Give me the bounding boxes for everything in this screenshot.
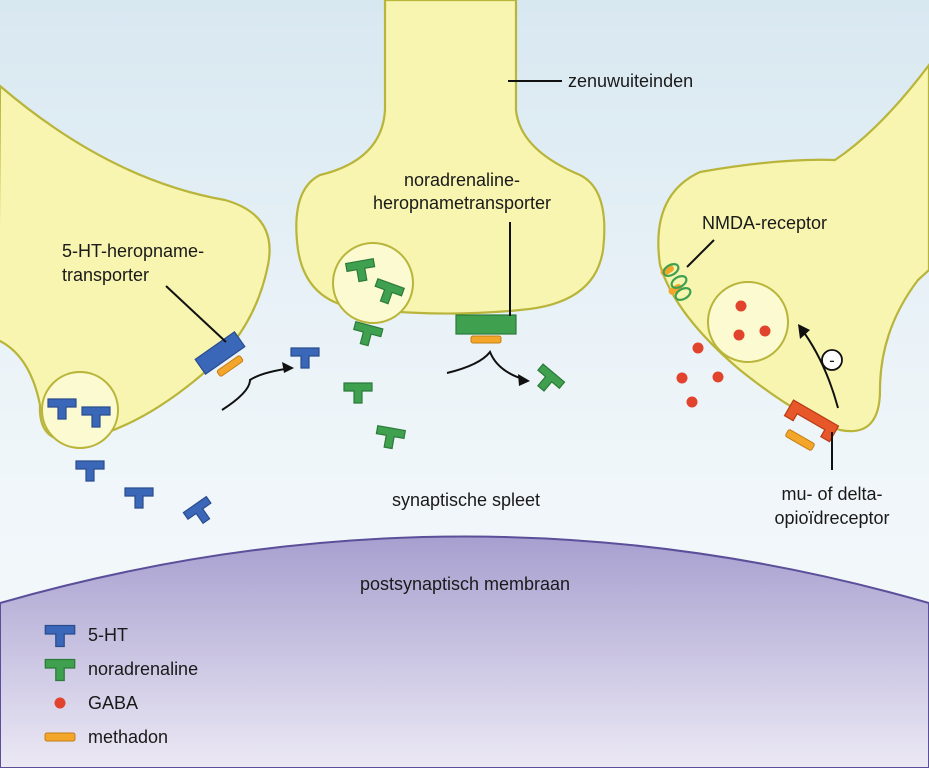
leader-lines <box>165 80 833 470</box>
legend-label: GABA <box>88 693 138 713</box>
ht-transporter-leader <box>165 285 227 343</box>
membrane-label: postsynaptisch membraan <box>360 574 570 594</box>
gaba-molecule <box>712 371 724 383</box>
nmda-receptor <box>660 263 692 301</box>
middle-vesicle <box>332 242 414 324</box>
right-vesicle <box>707 281 789 363</box>
legend-label: noradrenaline <box>88 659 198 679</box>
serotonin-transporter <box>194 331 246 375</box>
cleft-label: synaptische spleet <box>392 490 540 510</box>
ne-transporter-label-line1: noradrenaline- <box>404 170 520 190</box>
arrowhead-icon <box>518 374 530 386</box>
gaba-molecule <box>686 396 698 408</box>
legend-item: 5-HT <box>44 624 128 648</box>
left-vesicle <box>41 371 119 449</box>
noradrenaline-release-arrow <box>446 350 527 381</box>
gaba-molecule <box>676 372 688 384</box>
arrowhead-icon <box>282 362 294 373</box>
opioid-label-line1: mu- of delta- <box>781 484 882 504</box>
middle-nerve-terminal <box>295 0 606 315</box>
opioid-label-line2: opioïdreceptor <box>774 508 889 528</box>
serotonin-release-arrow <box>221 367 293 411</box>
gaba-molecules <box>676 300 771 408</box>
noradrenaline-transporter <box>455 314 517 335</box>
methadone-on-opioid-receptor <box>785 429 815 451</box>
red-dot-icon <box>54 697 66 709</box>
nmda-leader <box>686 239 715 268</box>
postsynaptic-membrane <box>0 535 929 768</box>
opioid-receptor <box>783 399 840 443</box>
ht-transporter-label-line1: 5-HT-heropname- <box>62 241 204 261</box>
legend-label: 5-HT <box>88 625 128 645</box>
legend-item: noradrenaline <box>44 658 198 682</box>
legend: 5-HT noradrenaline GABA methadon <box>44 624 198 747</box>
methadone-on-noradrenaline-transporter <box>470 335 502 344</box>
inhibition-sign-icon <box>821 349 843 371</box>
nerve-endings-label: zenuwuiteinden <box>568 71 693 91</box>
methadone-on-serotonin-transporter <box>216 355 244 377</box>
orange-bar-icon <box>44 732 76 742</box>
legend-item: GABA <box>54 693 138 713</box>
gaba-molecule <box>735 300 747 312</box>
gaba-molecule <box>733 329 745 341</box>
legend-item: methadon <box>44 727 168 747</box>
legend-label: methadon <box>88 727 168 747</box>
gaba-molecule <box>692 342 704 354</box>
arrowheads <box>282 324 810 386</box>
ne-transporter-label-line2: heropnametransporter <box>373 193 551 213</box>
nmda-label: NMDA-receptor <box>702 213 827 233</box>
ht-transporter-label-line2: transporter <box>62 265 149 285</box>
gaba-molecule <box>759 325 771 337</box>
inhibition-sign-text: - <box>829 351 835 370</box>
arrowhead-icon <box>798 324 810 339</box>
